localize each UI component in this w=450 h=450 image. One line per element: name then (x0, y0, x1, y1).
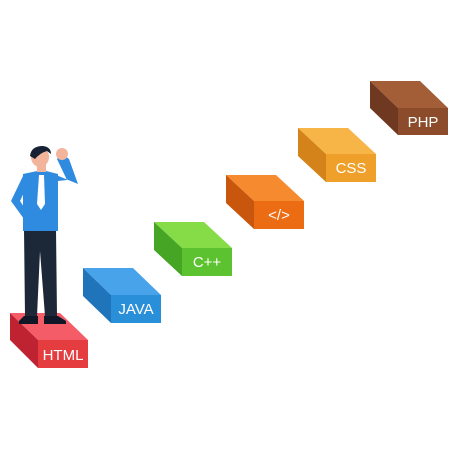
block-java-side (83, 268, 111, 323)
block-java-front (111, 295, 161, 323)
block-code-front (254, 201, 304, 229)
block-html-label: HTML (43, 347, 84, 364)
thinking-person-icon (11, 146, 78, 324)
person-hair (30, 146, 51, 159)
block-css-top (298, 128, 376, 154)
person-pants (24, 229, 57, 316)
person-hand (56, 148, 68, 160)
block-java-top (83, 268, 161, 295)
person-left-shoe (19, 316, 38, 324)
block-cpp-side (154, 222, 182, 276)
block-css: CSS (298, 128, 376, 182)
person-tie (37, 175, 45, 210)
block-java-label: JAVA (118, 301, 153, 318)
block-css-side (298, 128, 326, 182)
block-php-label: PHP (408, 114, 439, 131)
person-right-arm (56, 153, 78, 184)
block-css-front (326, 154, 376, 182)
block-php-front (398, 108, 448, 135)
block-code: </> (226, 175, 304, 229)
block-css-label: CSS (336, 160, 367, 177)
block-cpp-front (182, 248, 232, 276)
block-html-side (10, 313, 38, 368)
person-left-arm (11, 176, 29, 219)
block-php: PHP (370, 81, 448, 135)
block-java: JAVA (83, 268, 161, 323)
block-php-top (370, 81, 448, 108)
block-cpp-top (154, 222, 232, 248)
block-code-top (226, 175, 304, 201)
person-right-shoe (44, 316, 66, 324)
block-cpp-label: C++ (193, 254, 222, 271)
block-html-front (38, 340, 88, 368)
block-cpp: C++ (154, 222, 232, 276)
block-code-label: </> (268, 207, 290, 224)
block-php-side (370, 81, 398, 135)
block-code-side (226, 175, 254, 229)
person-neck (37, 162, 46, 172)
